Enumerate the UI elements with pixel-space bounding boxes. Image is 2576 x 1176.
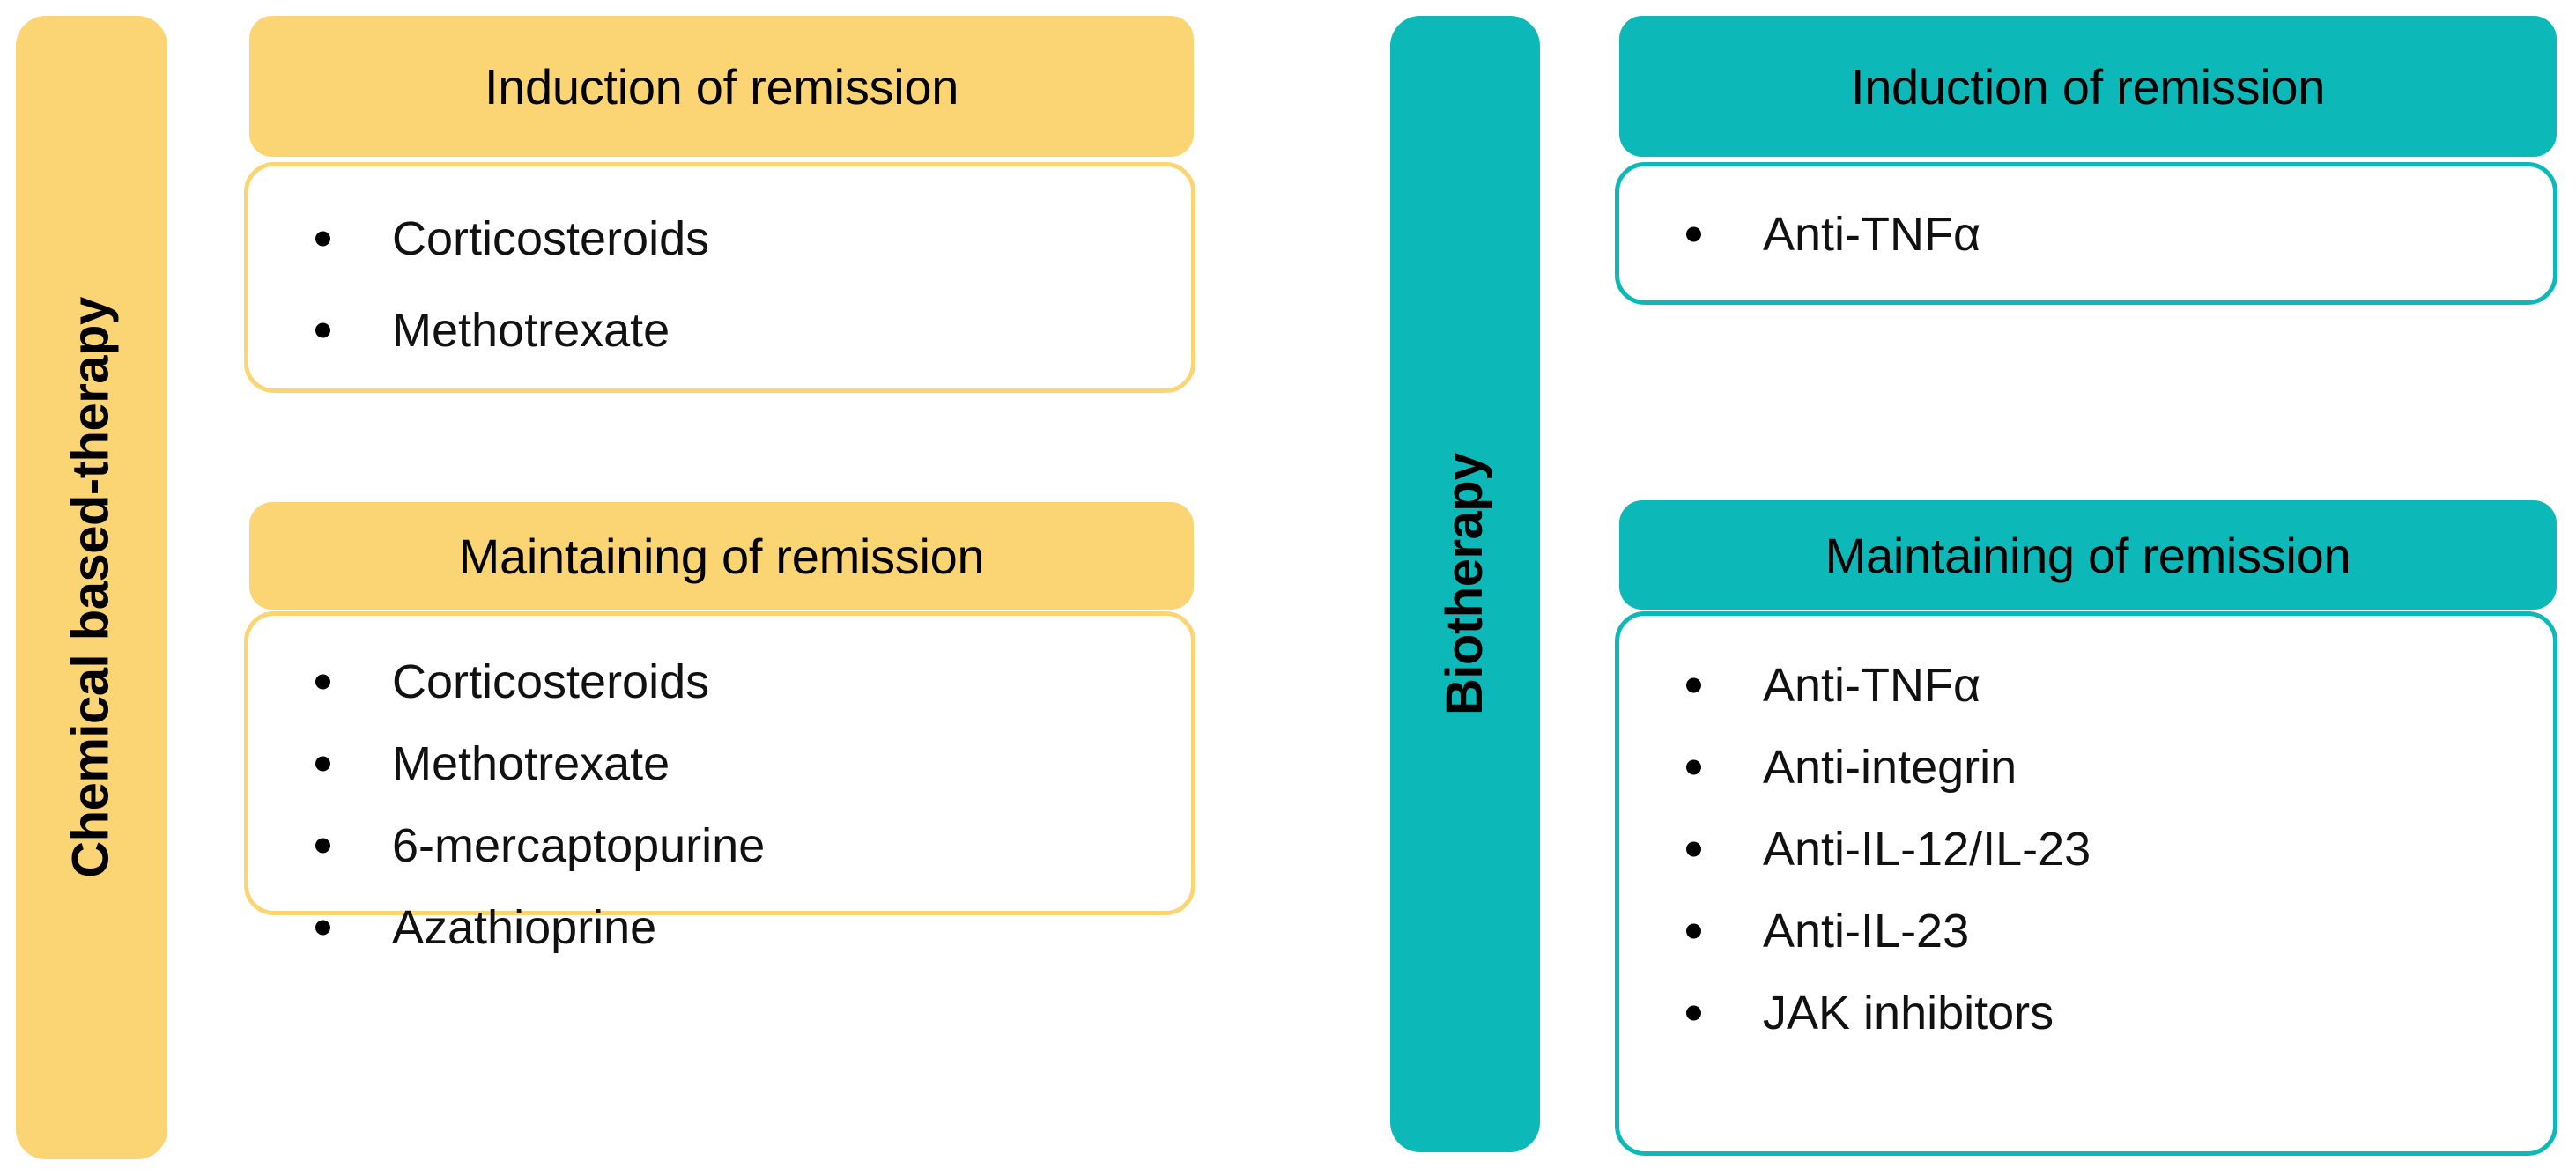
list-item-label: Anti-TNFα [1763, 208, 1981, 261]
sidebar-chemical-based-therapy-label: Chemical based-therapy [63, 297, 120, 878]
list-item-label: Anti-integrin [1763, 741, 2017, 794]
block-chemical-maintaining-header: Maintaining of remission [249, 502, 1194, 610]
list-item-label: Methotrexate [392, 737, 670, 790]
list-item-label: Methotrexate [392, 304, 670, 357]
list-item-label: Anti-TNFα [1763, 659, 1981, 712]
list-item-label: Anti-IL-23 [1763, 905, 1970, 958]
block-chemical-induction-header: Induction of remission [249, 16, 1194, 157]
bullet-dot-icon [1686, 923, 1701, 939]
list-item-label: Corticosteroids [392, 212, 710, 265]
list-item: Methotrexate [310, 307, 1173, 354]
list-item: Anti-IL-12/IL-23 [1681, 825, 2535, 873]
list-item: Anti-TNFα [1681, 211, 2535, 258]
list-item: Anti-IL-23 [1681, 907, 2535, 955]
bullet-dot-icon [1686, 759, 1701, 775]
list-item: 6-mercaptopurine [310, 822, 1173, 869]
block-biotherapy-maintaining-header: Maintaining of remission [1619, 500, 2557, 610]
bullet-dot-icon [315, 838, 330, 854]
block-biotherapy-induction-body: Anti-TNFα [1615, 162, 2557, 305]
bullet-dot-icon [315, 920, 330, 936]
block-chemical-induction-body: Corticosteroids Methotrexate [244, 162, 1195, 393]
bullet-dot-icon [1686, 841, 1701, 857]
block-biotherapy-maintaining-body: Anti-TNFα Anti-integrin Anti-IL-12/IL-23… [1615, 611, 2557, 1156]
list-item-label: 6-mercaptopurine [392, 819, 766, 872]
sidebar-chemical-based-therapy: Chemical based-therapy [16, 16, 167, 1159]
bullet-dot-icon [315, 231, 330, 247]
sidebar-biotherapy-label: Biotherapy [1436, 453, 1494, 715]
list-item: Anti-TNFα [1681, 662, 2535, 709]
list-item: Corticosteroids [310, 215, 1173, 263]
biotherapy-induction-list: Anti-TNFα [1681, 211, 2535, 302]
list-item: Anti-integrin [1681, 743, 2535, 791]
block-chemical-maintaining-body: Corticosteroids Methotrexate 6-mercaptop… [244, 611, 1195, 951]
list-item: JAK inhibitors [1681, 989, 2535, 1037]
bullet-dot-icon [1686, 677, 1701, 693]
bullet-dot-icon [315, 756, 330, 772]
list-item: Methotrexate [310, 740, 1173, 788]
bullet-dot-icon [315, 322, 330, 338]
chemical-induction-list: Corticosteroids Methotrexate [310, 215, 1173, 398]
list-item-label: Corticosteroids [392, 655, 710, 708]
list-item: Azathioprine [310, 904, 1173, 951]
list-item-label: JAK inhibitors [1763, 987, 2054, 1039]
chemical-maintaining-list: Corticosteroids Methotrexate 6-mercaptop… [310, 658, 1173, 986]
biotherapy-maintaining-list: Anti-TNFα Anti-integrin Anti-IL-12/IL-23… [1681, 662, 2535, 1071]
list-item-label: Azathioprine [392, 901, 657, 954]
block-biotherapy-induction-header: Induction of remission [1619, 16, 2557, 157]
bullet-dot-icon [1686, 1005, 1701, 1021]
bullet-dot-icon [315, 674, 330, 690]
bullet-dot-icon [1686, 226, 1701, 242]
list-item-label: Anti-IL-12/IL-23 [1763, 823, 2091, 876]
list-item: Corticosteroids [310, 658, 1173, 706]
sidebar-biotherapy: Biotherapy [1390, 16, 1540, 1152]
